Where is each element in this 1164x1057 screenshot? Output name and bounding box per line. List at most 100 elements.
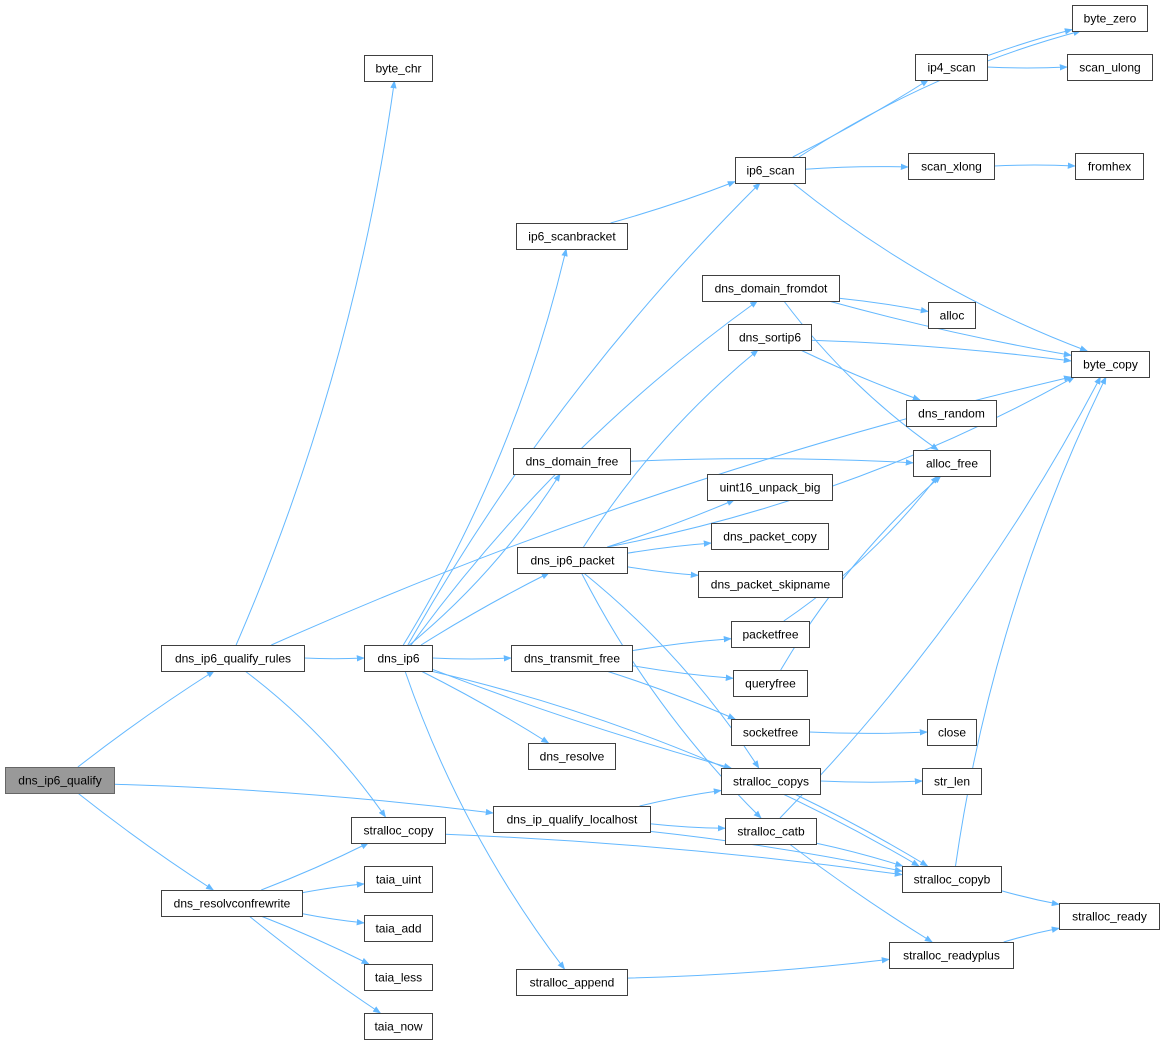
node-dns_sortip6[interactable]: dns_sortip6	[728, 324, 812, 351]
node-dns_resolve[interactable]: dns_resolve	[528, 743, 616, 770]
node-queryfree[interactable]: queryfree	[733, 670, 808, 697]
node-box	[902, 866, 1002, 893]
node-taia_add[interactable]: taia_add	[364, 915, 433, 942]
node-dns_ip6_qualify_rules[interactable]: dns_ip6_qualify_rules	[161, 645, 305, 672]
node-stralloc_ready[interactable]: stralloc_ready	[1059, 903, 1160, 930]
node-dns_ip6_packet[interactable]: dns_ip6_packet	[517, 547, 628, 574]
node-dns_domain_fromdot[interactable]: dns_domain_fromdot	[702, 275, 840, 302]
edge-dns_ip_qualify_localhost-to-stralloc_catb	[649, 823, 726, 832]
node-label: byte_copy	[1083, 358, 1138, 372]
node-dns_resolvconfrewrite[interactable]: dns_resolvconfrewrite	[161, 890, 303, 917]
node-close[interactable]: close	[927, 719, 977, 746]
node-label: alloc_free	[926, 457, 978, 471]
node-dns_packet_skipname[interactable]: dns_packet_skipname	[698, 571, 843, 598]
edge-dns_domain_fromdot-to-alloc	[838, 297, 929, 314]
edge-dns_ip6_qualify_rules-to-stralloc_copy	[244, 670, 386, 818]
node-dns_ip6[interactable]: dns_ip6	[364, 645, 433, 672]
node-dns_random[interactable]: dns_random	[906, 400, 997, 427]
edge-stralloc_catb-to-stralloc_copyb	[815, 842, 904, 867]
node-label: byte_zero	[1084, 12, 1137, 26]
node-alloc[interactable]: alloc	[928, 302, 976, 329]
edge-dns_sortip6-to-dns_random	[800, 349, 921, 401]
node-label: socketfree	[743, 726, 799, 740]
edge-stralloc_copy-to-stralloc_copyb	[444, 833, 903, 877]
node-uint16_unpack_big[interactable]: uint16_unpack_big	[707, 474, 833, 501]
node-dns_transmit_free[interactable]: dns_transmit_free	[511, 645, 633, 672]
node-label: stralloc_append	[530, 976, 615, 990]
edge-dns_ip6-to-ip6_scan	[407, 182, 761, 646]
node-stralloc_copyb[interactable]: stralloc_copyb	[902, 866, 1002, 893]
node-ip6_scan[interactable]: ip6_scan	[735, 157, 806, 184]
edge-dns_ip6-to-dns_resolve	[420, 670, 550, 744]
node-label: dns_ip6_qualify_rules	[175, 652, 291, 666]
node-ip6_scanbracket[interactable]: ip6_scanbracket	[516, 223, 628, 250]
node-dns_ip6_qualify[interactable]: dns_ip6_qualify	[5, 767, 115, 794]
node-dns_domain_free[interactable]: dns_domain_free	[513, 448, 631, 475]
edges-layer	[77, 28, 1107, 1014]
edge-dns_ip6_packet-to-uint16_unpack_big	[607, 499, 736, 548]
edge-dns_ip6_qualify-to-dns_ip6_qualify_rules	[77, 670, 215, 768]
node-label: dns_ip_qualify_localhost	[507, 813, 638, 827]
edge-dns_ip6-to-ip6_scanbracket	[402, 248, 568, 646]
node-taia_uint[interactable]: taia_uint	[364, 866, 433, 893]
node-stralloc_copy[interactable]: stralloc_copy	[351, 817, 446, 844]
edge-ip4_scan-to-scan_ulong	[986, 64, 1068, 71]
node-byte_copy[interactable]: byte_copy	[1071, 351, 1150, 378]
node-dns_ip_qualify_localhost[interactable]: dns_ip_qualify_localhost	[493, 806, 651, 833]
node-alloc_free[interactable]: alloc_free	[913, 450, 991, 477]
node-label: dns_ip6_qualify	[18, 774, 101, 788]
node-packetfree[interactable]: packetfree	[731, 621, 810, 648]
node-box	[731, 719, 810, 746]
node-box	[725, 818, 817, 845]
edge-dns_ip6_qualify-to-dns_ip_qualify_localhost	[113, 783, 494, 816]
node-label: taia_less	[375, 971, 422, 985]
node-taia_less[interactable]: taia_less	[364, 964, 433, 991]
edge-dns_transmit_free-to-packetfree	[631, 636, 732, 652]
node-label: dns_domain_fromdot	[715, 282, 828, 296]
node-box	[511, 645, 633, 672]
edge-dns_ip6-to-dns_transmit_free	[431, 655, 512, 662]
node-box	[1067, 54, 1153, 81]
edge-dns_domain_fromdot-to-alloc_free	[783, 300, 939, 451]
node-box	[493, 806, 651, 833]
edge-dns_resolvconfrewrite-to-taia_now	[248, 915, 382, 1014]
node-box	[516, 969, 628, 996]
edge-dns_domain_free-to-alloc_free	[629, 458, 914, 466]
edge-dns_ip_qualify_localhost-to-stralloc_copys	[639, 788, 722, 807]
node-stralloc_catb[interactable]: stralloc_catb	[725, 818, 817, 845]
node-label: dns_resolve	[540, 750, 605, 764]
node-box	[908, 153, 995, 180]
edge-ip6_scan-to-scan_xlong	[804, 163, 909, 171]
edge-dns_ip6_packet-to-dns_packet_skipname	[626, 566, 699, 578]
node-box	[1075, 153, 1144, 180]
node-byte_chr[interactable]: byte_chr	[364, 55, 433, 82]
node-box	[922, 768, 982, 795]
node-label: fromhex	[1088, 160, 1131, 174]
node-label: queryfree	[745, 677, 796, 691]
edge-dns_ip6_packet-to-byte_copy	[607, 376, 1075, 548]
node-stralloc_copys[interactable]: stralloc_copys	[721, 768, 821, 795]
node-str_len[interactable]: str_len	[922, 768, 982, 795]
node-taia_now[interactable]: taia_now	[364, 1013, 433, 1040]
node-fromhex[interactable]: fromhex	[1075, 153, 1144, 180]
node-ip4_scan[interactable]: ip4_scan	[915, 54, 988, 81]
node-box	[1072, 5, 1148, 32]
node-label: stralloc_copyb	[914, 873, 991, 887]
edge-ip4_scan-to-byte_zero	[986, 28, 1073, 57]
node-label: byte_chr	[375, 62, 421, 76]
node-scan_ulong[interactable]: scan_ulong	[1067, 54, 1153, 81]
edge-dns_resolvconfrewrite-to-taia_less	[260, 915, 370, 965]
node-scan_xlong[interactable]: scan_xlong	[908, 153, 995, 180]
node-byte_zero[interactable]: byte_zero	[1072, 5, 1148, 32]
node-dns_packet_copy[interactable]: dns_packet_copy	[711, 523, 829, 550]
node-box	[528, 743, 616, 770]
node-box	[364, 915, 433, 942]
edge-stralloc_append-to-stralloc_readyplus	[626, 957, 890, 979]
node-stralloc_append[interactable]: stralloc_append	[516, 969, 628, 996]
node-socketfree[interactable]: socketfree	[731, 719, 810, 746]
node-stralloc_readyplus[interactable]: stralloc_readyplus	[889, 942, 1014, 969]
node-box	[913, 450, 991, 477]
node-box	[364, 964, 433, 991]
edge-dns_resolvconfrewrite-to-stralloc_copy	[261, 842, 370, 891]
